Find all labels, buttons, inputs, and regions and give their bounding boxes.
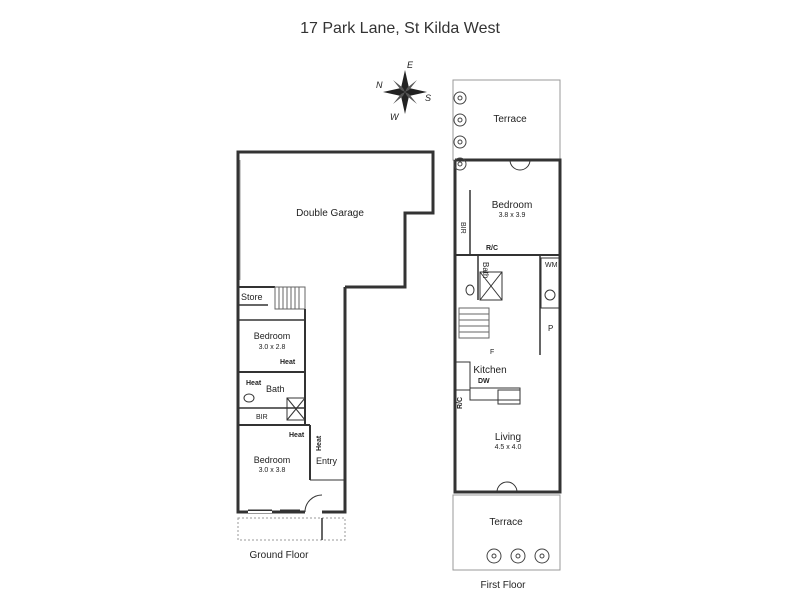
kitchen-label: Kitchen [473,365,506,376]
bath-label: Bath [266,384,285,394]
bedroom2-label: Bedroom [254,455,291,465]
heat-label-1: Heat [280,359,296,366]
compass-e: E [407,60,414,70]
bedroom2-dims: 3.0 x 3.8 [259,467,286,474]
tree-icons [453,91,550,564]
bath-ff-label: Bath [481,262,490,278]
first-floor-walls [453,158,562,494]
bedroom1-label: Bedroom [254,331,291,341]
wm-label: WM [545,262,558,269]
ground-stairs [274,286,306,310]
heat-label-4: Heat [316,435,323,451]
bedroom1-dims: 3.0 x 2.8 [259,344,286,351]
compass-n: N [376,80,383,90]
store-label: Store [241,292,263,302]
terrace-top-label: Terrace [493,114,527,125]
plan-title: 17 Park Lane, St Kilda West [300,20,500,37]
living-label: Living [495,432,521,443]
ground-floor-plan [236,150,435,541]
bedroom-ff-label: Bedroom [492,200,533,211]
terrace-bottom-label: Terrace [489,517,523,528]
living-dims: 4.5 x 4.0 [495,444,522,451]
ground-floor-caption: Ground Floor [250,550,310,561]
bedroom-ff-dims: 3.8 x 3.9 [499,212,526,219]
first-floor-caption: First Floor [481,580,527,591]
first-stairs [458,307,490,339]
fridge-label: F [490,349,494,356]
dw-label: DW [478,378,490,385]
garage-walls [236,150,435,289]
heat-label-2: Heat [246,380,262,387]
compass-rose-icon [383,70,427,114]
heat-label-3: Heat [289,432,305,439]
rc1-label: R/C [486,245,498,252]
double-garage-label: Double Garage [296,208,364,219]
pantry-label: P [548,324,553,333]
bir-label: BIR [256,414,268,421]
rc2-label: R/C [457,397,464,409]
first-floor-plan [452,79,562,571]
entry-label: Entry [316,456,338,466]
ground-floor-walls [236,287,305,514]
bir-ff-label: BIR [459,222,466,234]
compass-w: W [390,112,400,122]
compass-s: S [425,93,431,103]
